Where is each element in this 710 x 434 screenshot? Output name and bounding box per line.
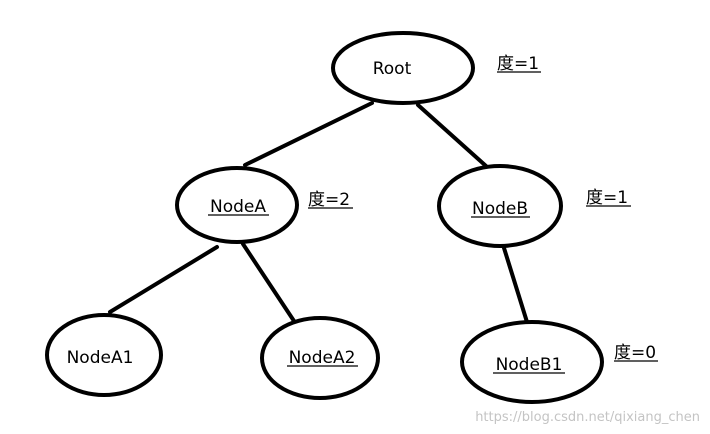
edges-layer xyxy=(108,101,529,324)
node-node-b1: NodeB1 xyxy=(460,320,604,404)
node-root-label: Root xyxy=(373,59,412,79)
node-node-a1: NodeA1 xyxy=(45,313,163,397)
node-node-b1-label: NodeB1 xyxy=(496,355,563,375)
node-node-b-label: NodeB xyxy=(472,199,528,219)
node-node-b1-shape xyxy=(460,320,604,404)
watermark: https://blog.csdn.net/qixiang_chen xyxy=(475,410,700,425)
node-node-a2-label: NodeA2 xyxy=(289,348,356,368)
edge-node-b-node-b1 xyxy=(502,246,529,324)
node-node-a1-label: NodeA1 xyxy=(67,348,134,368)
node-node-b-shape xyxy=(437,164,563,248)
node-node-a-shape xyxy=(175,166,299,244)
nodes-layer: Root NodeA NodeB NodeA1 NodeA2 NodeB1 xyxy=(45,31,604,404)
node-node-a1-shape xyxy=(45,313,163,397)
edge-node-a-node-a2 xyxy=(241,242,296,323)
node-root-shape xyxy=(331,31,475,105)
node-root: Root xyxy=(331,31,475,105)
edge-root-node-a xyxy=(243,101,374,167)
node-node-a2: NodeA2 xyxy=(260,316,380,400)
node-node-a2-shape xyxy=(260,316,380,400)
degree-label-node-b1: 度=0 xyxy=(614,343,656,363)
node-node-b: NodeB xyxy=(437,164,563,248)
degree-label-node-b: 度=1 xyxy=(586,188,628,208)
edge-node-a-node-a1 xyxy=(108,245,219,314)
degree-label-node-a: 度=2 xyxy=(308,190,350,210)
degrees-layer: 度=1 度=2 度=1 度=0 xyxy=(308,54,658,363)
edge-root-node-b xyxy=(416,103,488,168)
degree-label-root: 度=1 xyxy=(497,54,539,74)
node-node-a: NodeA xyxy=(175,166,299,244)
node-node-a-label: NodeA xyxy=(210,197,266,217)
